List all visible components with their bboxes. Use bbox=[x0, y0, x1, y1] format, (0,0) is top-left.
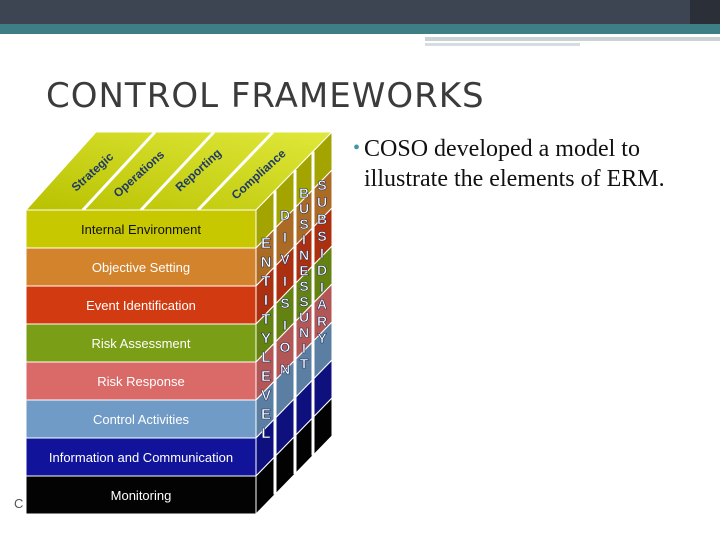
side-label-letter: T bbox=[261, 311, 270, 328]
side-label-letter: I bbox=[264, 292, 268, 309]
side-label-letter: O bbox=[280, 339, 291, 355]
side-label-letter: D bbox=[280, 207, 290, 223]
side-label-letter: S bbox=[299, 216, 308, 232]
side-label-letter: U bbox=[299, 201, 309, 217]
layer-label: Control Activities bbox=[93, 412, 190, 427]
side-label-letter: I bbox=[302, 232, 306, 248]
side-label-letter: N bbox=[299, 325, 309, 341]
side-label-letter: T bbox=[261, 273, 270, 290]
side-label-letter: S bbox=[317, 177, 326, 193]
side-label-letter: I bbox=[283, 229, 287, 245]
side-label-letter: S bbox=[280, 295, 289, 311]
side-label-letter: E bbox=[299, 263, 308, 279]
side-label-letter: Y bbox=[317, 330, 327, 346]
layer-label: Internal Environment bbox=[81, 222, 201, 237]
side-label-letter: D bbox=[317, 262, 327, 278]
side-label-letter: N bbox=[299, 247, 309, 263]
side-label-letter: I bbox=[302, 340, 306, 356]
side-label-letter: N bbox=[280, 361, 290, 377]
side-label-letter: B bbox=[317, 211, 327, 227]
side-label-letter: Y bbox=[261, 330, 271, 347]
layer-label: Event Identification bbox=[86, 298, 196, 313]
side-label-letter: I bbox=[283, 317, 287, 333]
layer-label: Monitoring bbox=[111, 488, 172, 503]
side-label-letter: N bbox=[261, 254, 272, 271]
side-label-letter: U bbox=[299, 309, 309, 325]
side-label-letter: E bbox=[261, 406, 271, 423]
side-label-letter: B bbox=[299, 185, 309, 201]
layer-label: Information and Communication bbox=[49, 450, 233, 465]
side-label-letter: L bbox=[261, 349, 270, 366]
side-label-letter: T bbox=[300, 356, 309, 372]
side-label-letter: E bbox=[261, 368, 271, 385]
side-label-letter: I bbox=[320, 245, 324, 261]
side-label-letter: S bbox=[299, 294, 308, 310]
layer-label: Risk Response bbox=[97, 374, 184, 389]
side-label-letter: U bbox=[317, 194, 327, 210]
side-label-letter: S bbox=[317, 228, 326, 244]
side-label-letter: R bbox=[317, 313, 327, 329]
side-label-letter: I bbox=[320, 279, 324, 295]
side-label-letter: A bbox=[317, 296, 327, 312]
layer-label: Objective Setting bbox=[92, 260, 190, 275]
side-label-letter: L bbox=[261, 425, 270, 442]
side-label-letter: S bbox=[299, 278, 308, 294]
side-label-letter: V bbox=[261, 387, 271, 404]
layer-label: Risk Assessment bbox=[92, 336, 191, 351]
side-label-letter: E bbox=[261, 235, 271, 252]
side-label-letter: V bbox=[280, 251, 290, 267]
side-label-letter: I bbox=[283, 273, 287, 289]
